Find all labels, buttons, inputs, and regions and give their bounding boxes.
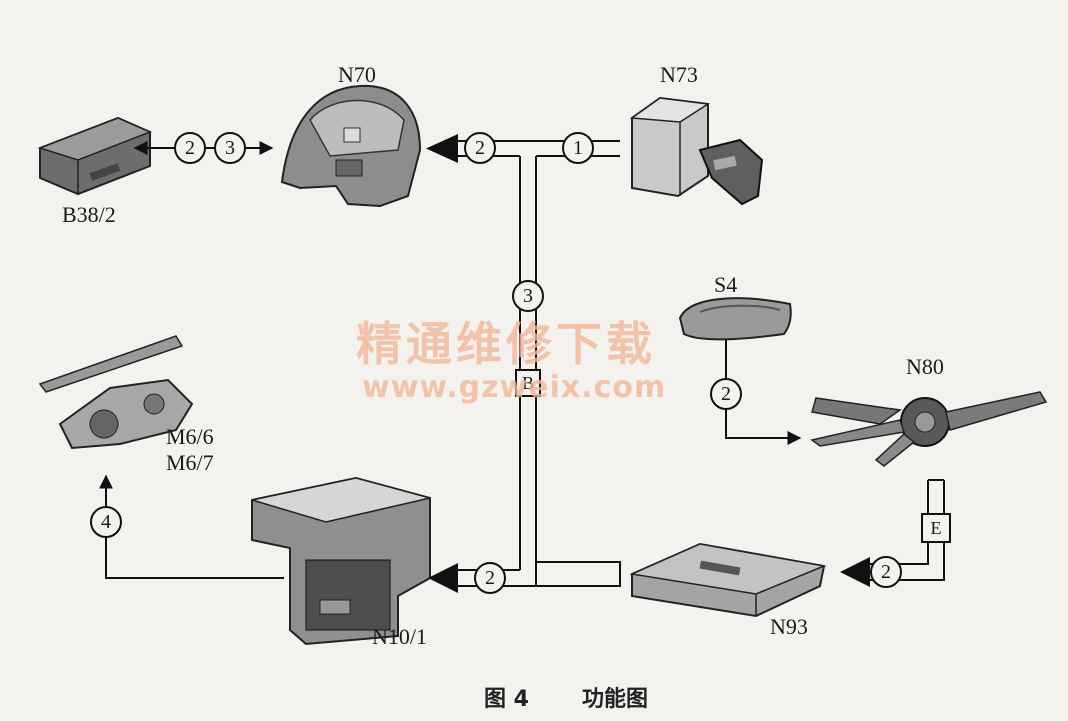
- svg-text:3: 3: [225, 137, 235, 159]
- bus-e-box: E: [921, 513, 951, 543]
- arrow-to-n10-1: [428, 563, 458, 593]
- label-s4: S4: [714, 272, 737, 297]
- svg-text:2: 2: [185, 137, 195, 159]
- s4-n80-link: [725, 340, 802, 445]
- arrow-to-n93: [840, 557, 870, 587]
- svg-text:1: 1: [573, 137, 583, 159]
- n73-ignition-switch-illustration: [629, 96, 764, 206]
- label-m6-7: M6/7: [166, 450, 214, 475]
- signal-to-n93: 2: [870, 556, 902, 588]
- label-n70: N70: [338, 62, 376, 87]
- signal-to-n70: 2: [464, 132, 496, 164]
- watermark-text: 精通维修下载: [356, 317, 656, 371]
- signal-n10-m6: 4: [90, 506, 122, 538]
- svg-text:E: E: [931, 518, 942, 538]
- s4-lever-illustration: [678, 297, 792, 341]
- svg-text:3: 3: [523, 285, 533, 307]
- bus-b-box: B: [515, 369, 541, 397]
- signal-bus-vertical: 3: [512, 280, 544, 312]
- n80-steering-module-illustration: [810, 391, 1048, 467]
- watermark-url: www.gzweix.com: [362, 370, 666, 405]
- signal-to-n10-1: 2: [474, 562, 506, 594]
- signal-from-n73: 1: [562, 132, 594, 164]
- svg-text:B: B: [522, 373, 534, 393]
- figure-title: 功能图: [582, 686, 648, 712]
- n70-control-panel-illustration: [280, 84, 422, 208]
- label-b38-2: B38/2: [62, 202, 116, 227]
- label-m6-6: M6/6: [166, 424, 214, 449]
- figure-number: 图 4: [484, 687, 529, 712]
- n93-control-unit-illustration: [629, 542, 827, 618]
- signal-b38-b: 3: [214, 132, 246, 164]
- b38-2-module-illustration: [37, 116, 152, 196]
- signal-b38-a: 2: [174, 132, 206, 164]
- svg-text:2: 2: [475, 137, 485, 159]
- svg-text:2: 2: [881, 561, 891, 583]
- svg-text:2: 2: [485, 567, 495, 589]
- svg-text:2: 2: [721, 383, 731, 405]
- svg-text:4: 4: [101, 511, 111, 533]
- label-n10-1: N10/1: [372, 624, 427, 649]
- label-n80: N80: [906, 354, 944, 379]
- arrow-to-n70: [426, 134, 458, 163]
- signal-s4-n80: 2: [710, 378, 742, 410]
- label-n73: N73: [660, 62, 698, 87]
- label-n93: N93: [770, 614, 808, 639]
- n10-1-sam-module-illustration: [251, 476, 431, 646]
- wiper-motor-illustration: [38, 335, 194, 450]
